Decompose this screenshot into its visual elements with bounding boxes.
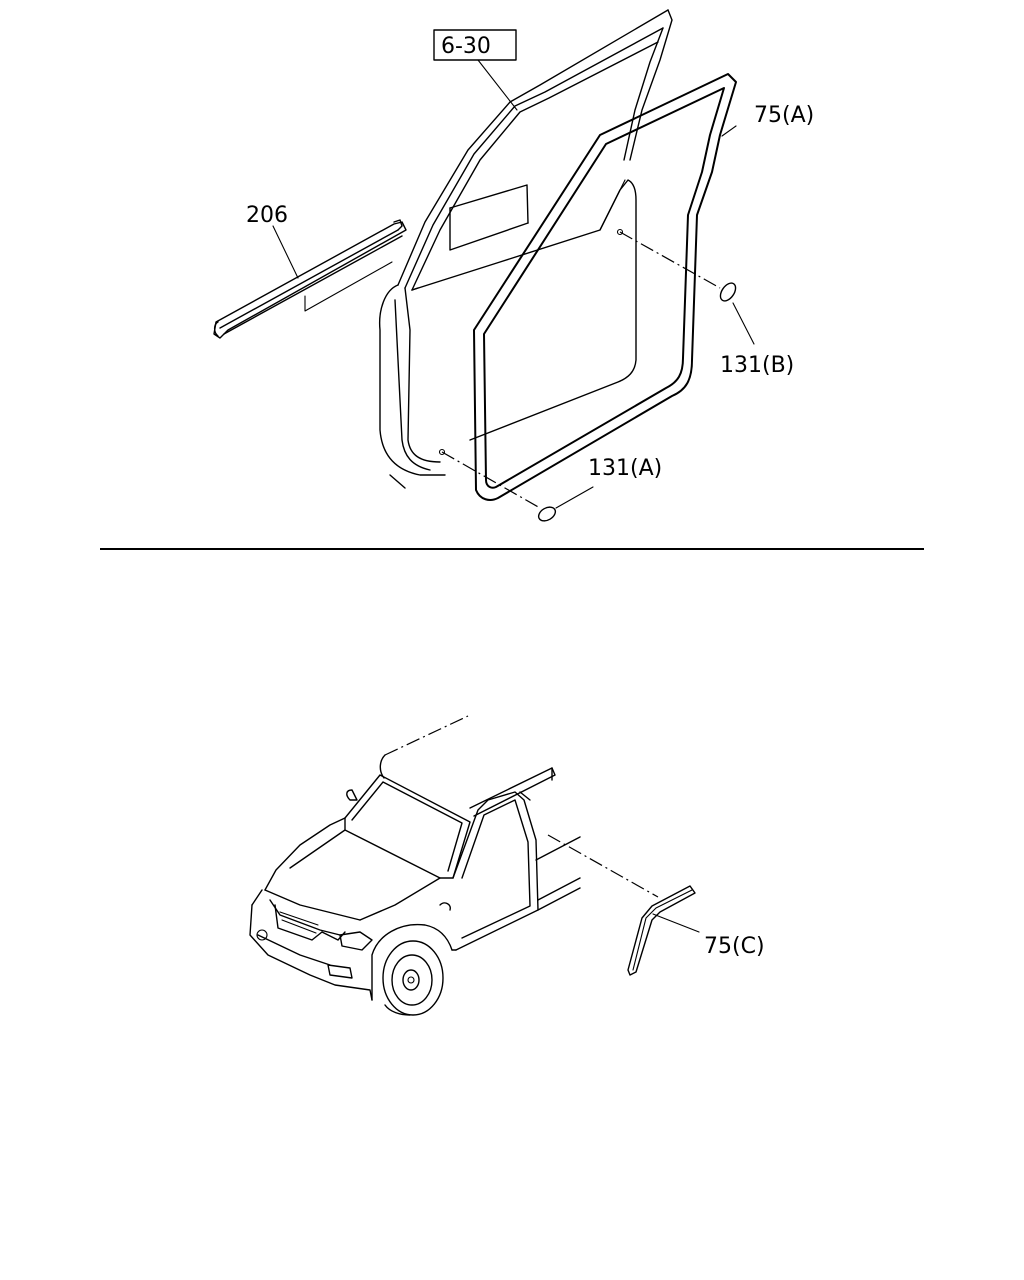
door-panel (378, 9, 673, 489)
part-75c-label: 75(C) (704, 934, 765, 959)
ref-6-30-leader (477, 59, 518, 111)
ref-6-30-label: 6-30 (441, 34, 491, 59)
part-75a-leader (721, 125, 737, 137)
belt-weatherstrip-206: 206 (213, 203, 407, 339)
part-131a-label: 131(A) (588, 456, 662, 481)
plug-131a: 131(A) (441, 451, 662, 522)
part-131b-label: 131(B) (720, 353, 794, 378)
door-exploded-view: 6-30 (213, 9, 814, 522)
part-75a-label: 75(A) (754, 103, 814, 128)
vehicle-location-view: 75(C) (249, 715, 765, 1016)
part-206-label: 206 (246, 203, 288, 228)
part-206-leader (272, 225, 299, 279)
door-weatherstrip-75a: 75(A) (473, 73, 814, 501)
part-75c-leader (652, 913, 700, 933)
reference-6-30-box: 6-30 (433, 29, 518, 111)
plug-131b: 131(B) (619, 231, 794, 378)
weatherstrip-75c: 75(C) (627, 885, 765, 976)
